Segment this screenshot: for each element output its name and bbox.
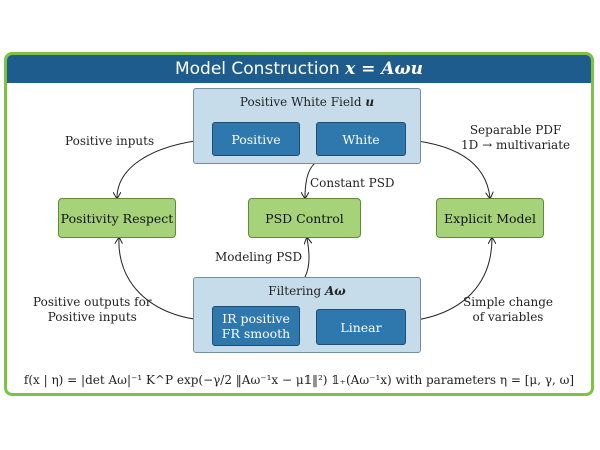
- diagram-header: Model Construction x = Aωu: [7, 55, 591, 83]
- diagram-frame: Model Construction x = Aωu Positive Whit…: [4, 52, 594, 396]
- box-explicit-model: Explicit Model: [436, 198, 544, 238]
- group-white-field-title: Positive White Field u: [239, 95, 375, 109]
- header-title-math: x = Aωu: [345, 59, 424, 79]
- label-positive-outputs: Positive outputs for Positive inputs: [33, 295, 152, 324]
- box-psd-control: PSD Control: [248, 198, 361, 238]
- group-filtering: Filtering Aω IR positive FR smooth Linea…: [193, 277, 421, 353]
- box-positivity-respect: Positivity Respect: [58, 198, 176, 238]
- label-positive-inputs: Positive inputs: [65, 134, 155, 148]
- label-simple-change: Simple change of variables: [463, 295, 553, 324]
- arrow-positive-inputs: [117, 138, 212, 198]
- label-separable-pdf: Separable PDF 1D → multivariate: [461, 123, 571, 152]
- box-linear: Linear: [316, 309, 406, 345]
- arrow-positive-outputs: [119, 238, 212, 322]
- box-white: White: [316, 122, 406, 156]
- group-filtering-title: Filtering Aω: [268, 284, 346, 298]
- label-constant-psd: Constant PSD: [310, 176, 395, 190]
- box-ir-positive: IR positive FR smooth: [212, 306, 300, 346]
- arrow-simple-change: [399, 238, 492, 323]
- header-title-text: Model Construction: [174, 59, 346, 79]
- label-modeling-psd: Modeling PSD: [215, 250, 303, 264]
- model-formula: f(x | η) = |det Aω|⁻¹ K^P exp(−γ/2 ‖Aω⁻¹…: [23, 373, 575, 387]
- arrow-modeling-psd: [305, 238, 309, 278]
- group-white-field: Positive White Field u Positive White: [193, 88, 421, 164]
- box-positive: Positive: [212, 122, 300, 156]
